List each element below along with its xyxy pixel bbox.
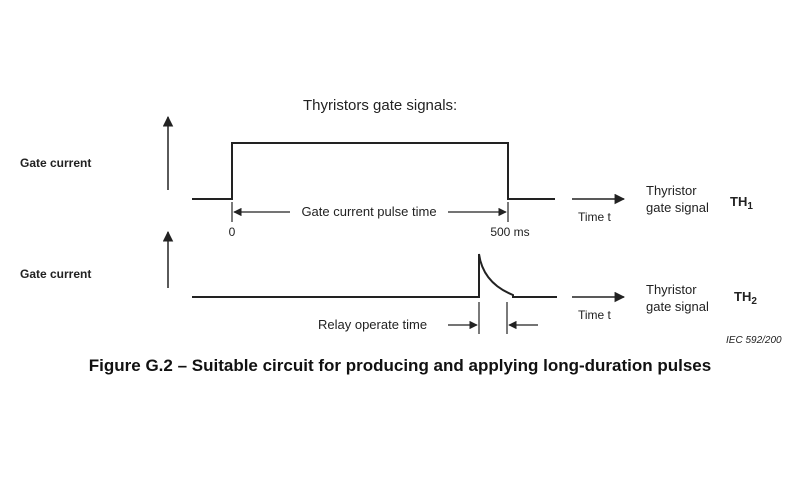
panel2-time-axis-label: Time t: [578, 308, 612, 322]
panel2-thyristor-subscript: 2: [751, 296, 757, 307]
panel1-start-label: 0: [229, 225, 236, 239]
panel2-relay-waveform: [192, 253, 557, 298]
panel1-signal-label-line1: Thyristor: [646, 183, 697, 198]
panel1-y-label: Gate current: [20, 156, 91, 170]
figure-caption: Figure G.2 – Suitable circuit for produc…: [88, 356, 712, 375]
panel1-time-axis-label: Time t: [578, 210, 612, 224]
iec-reference: IEC 592/200: [726, 335, 782, 346]
panel1-end-label: 500 ms: [490, 225, 529, 239]
panel1-thyristor-name-text: TH: [730, 194, 747, 209]
panel1-pulse-time-label: Gate current pulse time: [301, 204, 436, 219]
panel2-y-label: Gate current: [20, 267, 91, 281]
panel1-gate-pulse-waveform: [192, 142, 555, 200]
panel2-thyristor-name: TH2: [734, 289, 757, 307]
panel2-signal-label-line2: gate signal: [646, 299, 709, 314]
panel2-thyristor-name-text: TH: [734, 289, 751, 304]
panel1-thyristor-subscript: 1: [747, 201, 753, 212]
panel1-thyristor-name: TH1: [730, 194, 753, 212]
diagram-heading: Thyristors gate signals:: [303, 97, 457, 114]
panel2-signal-label-line1: Thyristor: [646, 282, 697, 297]
panel2-relay-label: Relay operate time: [318, 317, 427, 332]
panel1-signal-label-line2: gate signal: [646, 200, 709, 215]
